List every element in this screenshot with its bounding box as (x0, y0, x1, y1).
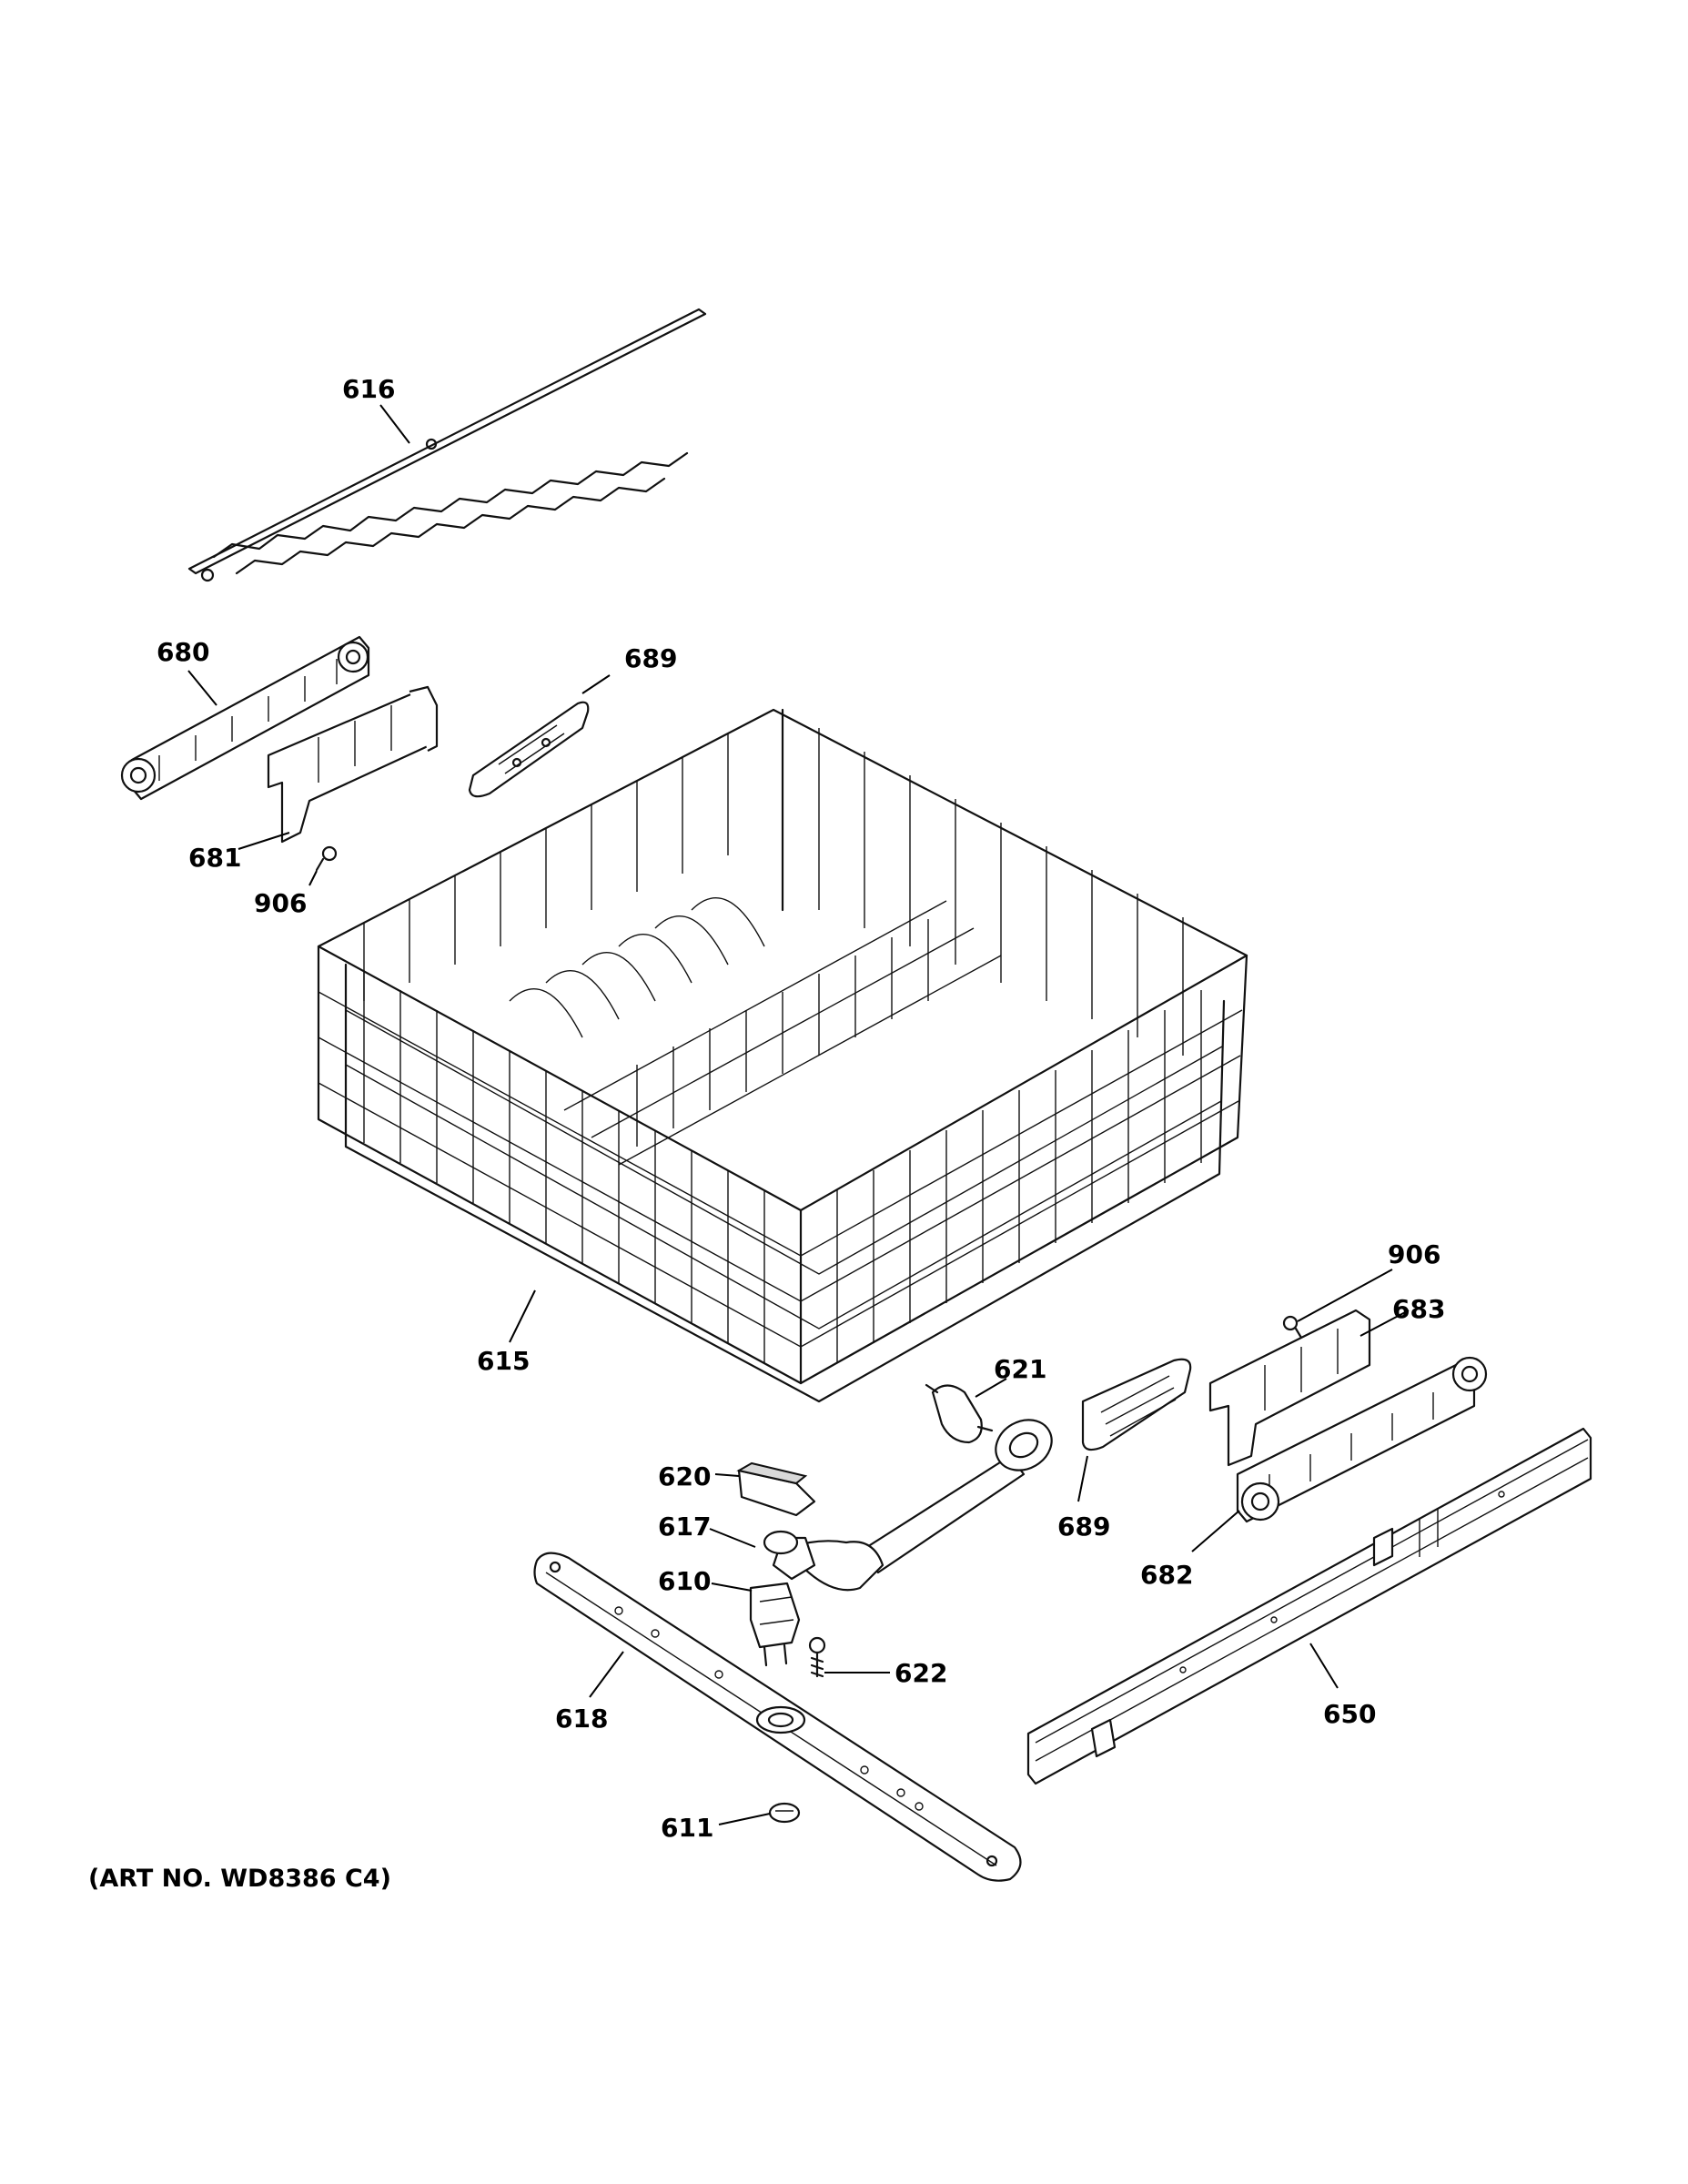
art-number: (ART NO. WD8386 C4) (88, 1865, 391, 1893)
part-618-lower-spray-arm (533, 1552, 1022, 1882)
callout-611: 611 (661, 1813, 713, 1843)
part-620-retainer (736, 1461, 816, 1517)
callout-617: 617 (658, 1512, 711, 1542)
part-906-screw-top (315, 845, 338, 872)
callout-689-top: 689 (624, 643, 677, 673)
callout-906-right: 906 (1388, 1239, 1440, 1269)
part-615-upper-rack (317, 708, 1248, 1403)
part-680-rack-adjuster (120, 635, 370, 801)
part-689-rail-cap-top (468, 701, 590, 798)
part-622-screw (808, 1636, 826, 1678)
callout-906-top: 906 (254, 888, 307, 918)
callout-683: 683 (1392, 1294, 1445, 1324)
callout-680: 680 (157, 637, 209, 667)
callout-618: 618 (555, 1704, 608, 1734)
callout-616: 616 (342, 374, 395, 404)
callout-681: 681 (188, 843, 241, 873)
part-681-bracket (267, 685, 439, 844)
callout-615: 615 (477, 1346, 530, 1376)
part-617-spray-tube (763, 1419, 1053, 1592)
callout-621: 621 (994, 1354, 1046, 1384)
part-611-cap (768, 1802, 801, 1824)
callout-650: 650 (1323, 1699, 1376, 1729)
part-650-slide-rail (1026, 1427, 1592, 1785)
part-689-rail-cap-right (1081, 1358, 1192, 1451)
callout-622: 622 (895, 1658, 947, 1688)
part-906-screw-right (1282, 1315, 1303, 1340)
callout-689-right: 689 (1057, 1512, 1110, 1542)
leader-lines (187, 404, 1410, 1825)
part-616-tine-row (187, 308, 707, 582)
callout-620: 620 (658, 1461, 711, 1491)
part-610-spray-arm-hub (749, 1582, 801, 1667)
part-621-clip (925, 1383, 994, 1444)
part-683-bracket (1208, 1309, 1371, 1467)
callout-610: 610 (658, 1566, 711, 1596)
callout-labels: 616 680 689 681 906 615 906 683 621 620 … (157, 374, 1445, 1843)
callout-682: 682 (1140, 1560, 1193, 1590)
part-682-rack-adjuster (1236, 1356, 1488, 1523)
